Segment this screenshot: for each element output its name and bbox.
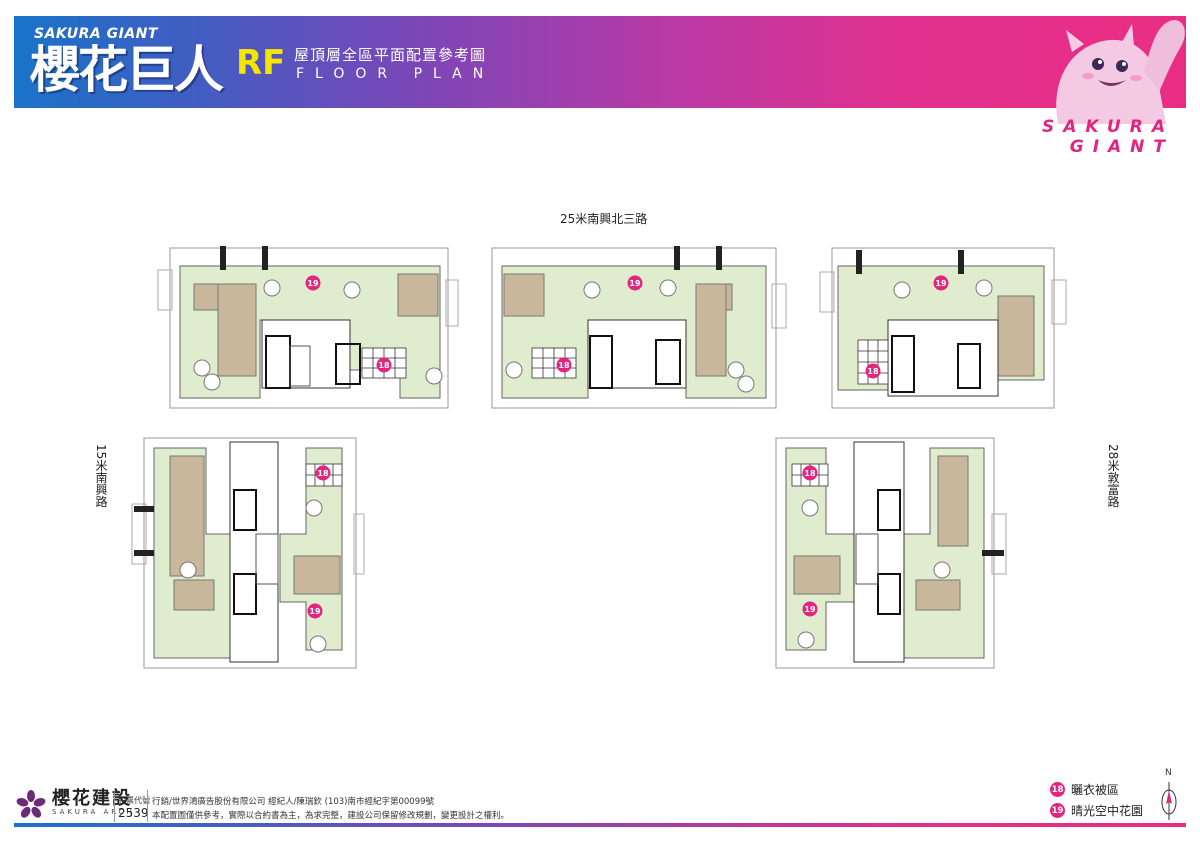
side-brand: SAKURA GIANT	[1042, 117, 1174, 157]
floor-code: RF	[236, 43, 286, 83]
floor-plan-bottom-right: 18 19	[775, 437, 1007, 669]
plan-disclaimer: 本配置圖僅供參考，實際以合約書為主，為求完整，建設公司保留修改規劃，變更設計之權…	[152, 811, 510, 821]
agent-disclaimer: 行銷/世界鴻廣告股份有限公司 經紀人/陳瑞欽 (103)南市經紀字第00099號	[152, 797, 435, 807]
legend-badge: 19	[1050, 803, 1065, 818]
header-banner: SAKURA GIANT 櫻花巨人 RF 屋頂層全區平面配置參考圖 FLOOR …	[14, 16, 1186, 108]
legend-label: 晴光空中花園	[1071, 804, 1144, 818]
legend-item: 18 曬衣被區	[1050, 780, 1143, 799]
marker-19: 19	[309, 607, 321, 616]
footer-divider	[147, 790, 148, 822]
legend: 18 曬衣被區 19 晴光空中花園	[1050, 780, 1143, 822]
marker-19: 19	[307, 279, 319, 288]
footer-bar	[14, 823, 1186, 827]
brand-small-text: SAKURA GIANT	[34, 26, 158, 42]
brand-logo-text: 櫻花巨人	[30, 41, 224, 99]
marker-18: 18	[378, 361, 390, 370]
marker-18: 18	[867, 367, 879, 376]
legend-item: 19 晴光空中花園	[1050, 801, 1143, 820]
floor-plan-top-right: 19 18	[819, 247, 1067, 409]
footer-divider	[114, 790, 115, 822]
company-name: 櫻花建設	[52, 788, 132, 809]
marker-18: 18	[558, 361, 570, 370]
page-title: 屋頂層全區平面配置參考圖	[294, 46, 487, 64]
legend-badge: 18	[1050, 782, 1065, 797]
floor-plan-top-center: 19 18	[491, 246, 787, 409]
floor-plan-top-left: 19 18	[157, 246, 459, 409]
stock-code: 2539	[118, 806, 149, 820]
sakura-flower-icon	[16, 790, 46, 818]
road-label-right: 28米敦富路	[1106, 444, 1120, 508]
stock-label: 股票代號	[118, 796, 150, 805]
marker-19: 19	[935, 279, 947, 288]
north-arrow-icon	[1161, 782, 1177, 820]
marker-19: 19	[804, 605, 816, 614]
mascot-illustration	[1056, 20, 1185, 124]
road-label-top: 25米南興北三路	[560, 212, 648, 226]
side-brand-line-1: SAKURA	[1041, 117, 1174, 137]
marker-18: 18	[317, 469, 329, 478]
road-label-left: 15米南興路	[94, 444, 108, 508]
marker-18: 18	[804, 469, 816, 478]
marker-19: 19	[629, 279, 641, 288]
north-label: N	[1165, 768, 1172, 778]
legend-label: 曬衣被區	[1071, 783, 1120, 797]
page-subtitle: FLOOR PLAN	[296, 66, 495, 82]
side-brand-line-2: GIANT	[1069, 137, 1174, 157]
company-name-en: SAKURA ARCH	[52, 808, 135, 816]
floor-plan-bottom-left: 18 19	[131, 437, 365, 669]
